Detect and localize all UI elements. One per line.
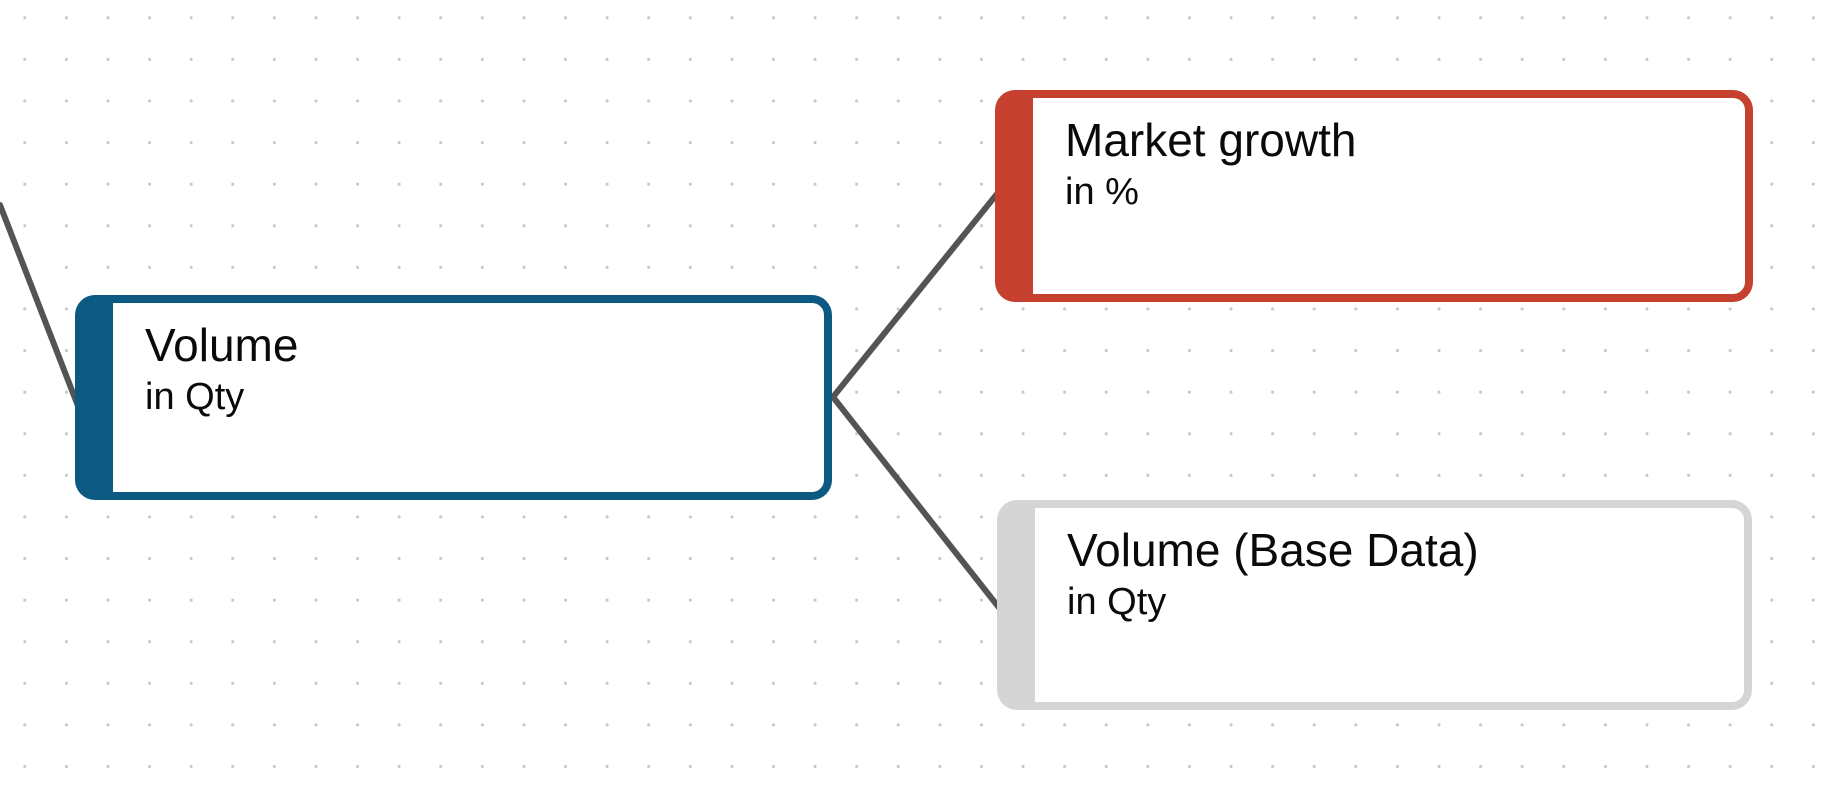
node-market-growth[interactable]: Market growth in %	[995, 90, 1753, 302]
node-market-growth-content: Market growth in %	[1033, 98, 1745, 214]
node-title: Volume (Base Data)	[1067, 524, 1479, 576]
node-volume-base-data-content: Volume (Base Data) in Qty	[1035, 508, 1744, 624]
node-unit: in %	[1065, 171, 1139, 213]
node-title: Market growth	[1065, 114, 1357, 166]
node-volume[interactable]: Volume in Qty	[75, 295, 832, 500]
node-title: Volume	[145, 319, 299, 371]
edge-volume-children	[830, 181, 1011, 622]
node-unit: in Qty	[1067, 581, 1167, 623]
node-unit: in Qty	[145, 376, 245, 418]
edge-offscreen-volume	[0, 202, 88, 427]
node-volume-content: Volume in Qty	[113, 303, 824, 419]
node-volume-base-data[interactable]: Volume (Base Data) in Qty	[997, 500, 1752, 710]
